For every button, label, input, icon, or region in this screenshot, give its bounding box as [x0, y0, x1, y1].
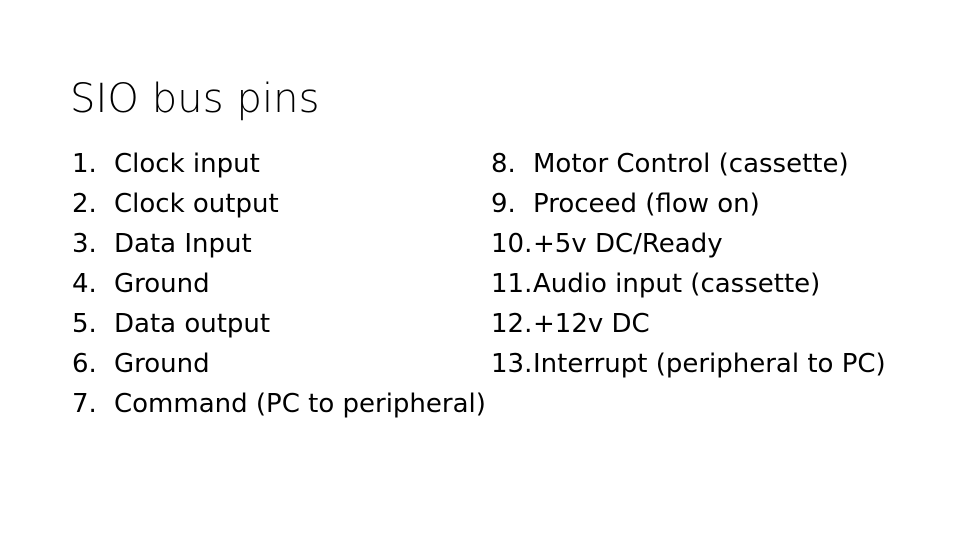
list-item-label: Motor Control (cassette) — [533, 149, 849, 179]
pin-list-left: 1. Clock input 2. Clock output 3. Data I… — [72, 144, 486, 424]
list-item-label: Ground — [114, 349, 210, 379]
list-item: 8. Motor Control (cassette) — [491, 144, 911, 184]
list-item: 4. Ground — [72, 264, 472, 304]
list-item: 6. Ground — [72, 344, 472, 384]
list-item-label: Audio input (cassette) — [533, 269, 821, 299]
list-item-marker: 2. — [72, 189, 97, 219]
list-item: 11. Audio input (cassette) — [491, 264, 911, 304]
list-item-marker: 6. — [72, 349, 97, 379]
list-item: 2. Clock output — [72, 184, 472, 224]
pin-list-left-column: 1. Clock input 2. Clock output 3. Data I… — [72, 144, 486, 424]
list-item-marker: 4. — [72, 269, 97, 299]
list-item-label: Clock input — [114, 149, 260, 179]
list-item: 5. Data output — [72, 304, 472, 344]
list-item: 1. Clock input — [72, 144, 472, 184]
list-item-label: Interrupt (peripheral to PC) — [533, 349, 886, 379]
list-item-label: Command (PC to peripheral) — [114, 389, 486, 419]
pin-list-right: 8. Motor Control (cassette) 9. Proceed (… — [491, 144, 911, 384]
list-item-label: +12v DC — [533, 309, 650, 339]
list-item-marker: 12. — [491, 309, 533, 339]
list-item-marker: 1. — [72, 149, 97, 179]
list-item: 10. +5v DC/Ready — [491, 224, 911, 264]
list-item-label: Data Input — [114, 229, 252, 259]
pin-list-right-column: 8. Motor Control (cassette) 9. Proceed (… — [491, 144, 911, 384]
list-item-marker: 10. — [491, 229, 533, 259]
list-item-marker: 9. — [491, 189, 516, 219]
list-item-marker: 3. — [72, 229, 97, 259]
list-item: 7. Command (PC to peripheral) — [72, 384, 486, 424]
list-item-label: Ground — [114, 269, 210, 299]
list-item-label: +5v DC/Ready — [533, 229, 723, 259]
list-item-marker: 11. — [491, 269, 533, 299]
list-item: 9. Proceed (flow on) — [491, 184, 911, 224]
list-item-label: Proceed (flow on) — [533, 189, 760, 219]
page-title: SIO bus pins — [70, 75, 320, 122]
list-item-marker: 5. — [72, 309, 97, 339]
list-item-label: Clock output — [114, 189, 279, 219]
list-item: 13. Interrupt (peripheral to PC) — [491, 344, 911, 384]
list-item: 3. Data Input — [72, 224, 472, 264]
list-item-label: Data output — [114, 309, 271, 339]
list-item-marker: 13. — [491, 349, 533, 379]
list-item: 12. +12v DC — [491, 304, 911, 344]
list-item-marker: 8. — [491, 149, 516, 179]
list-item-marker: 7. — [72, 389, 97, 419]
